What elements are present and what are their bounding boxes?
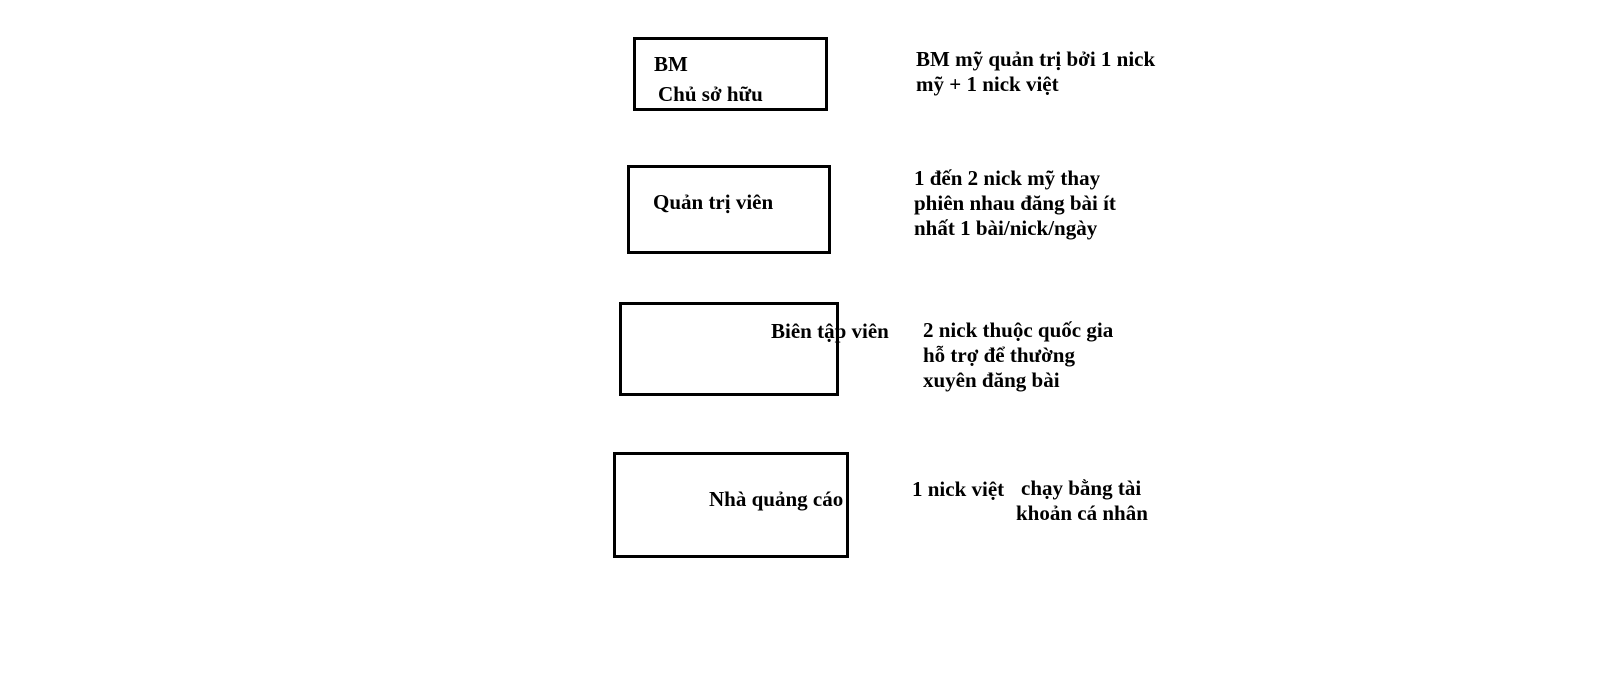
role-label-owner: Chủ sở hữu: [658, 82, 763, 106]
note-editor: 2 nick thuộc quốc gia hỗ trợ để thường x…: [923, 318, 1113, 393]
note-advertiser-line-2: chạy bằng tài: [1021, 476, 1142, 500]
note-advertiser-line-3: khoản cá nhân: [1016, 501, 1148, 525]
role-box-admin: [627, 165, 831, 254]
role-label-editor: Biên tập viên: [771, 319, 889, 343]
note-advertiser-detail: chạy bằng tài khoản cá nhân: [1016, 476, 1148, 526]
role-box-advertiser: [613, 452, 849, 558]
role-label-admin: Quản trị viên: [653, 190, 774, 214]
note-admin-line-2: phiên nhau đăng bài ít: [914, 191, 1116, 215]
note-editor-line-1: 2 nick thuộc quốc gia: [923, 318, 1114, 342]
role-box-editor: [619, 302, 839, 396]
role-label-bm: BM: [654, 52, 688, 76]
role-label-advertiser: Nhà quảng cáo: [709, 487, 844, 511]
note-admin-line-3: nhất 1 bài/nick/ngày: [914, 216, 1098, 240]
note-bm-owner-line-2: mỹ + 1 nick việt: [916, 72, 1059, 96]
note-advertiser-nick: 1 nick việt: [912, 477, 1005, 501]
role-box-bm-owner: [633, 37, 828, 111]
note-editor-line-2: hỗ trợ để thường: [923, 343, 1075, 367]
note-bm-owner-line-1: BM mỹ quản trị bởi 1 nick: [916, 47, 1156, 71]
note-bm-owner: BM mỹ quản trị bởi 1 nick mỹ + 1 nick vi…: [916, 47, 1155, 97]
note-admin-line-1: 1 đến 2 nick mỹ thay: [914, 166, 1101, 190]
note-admin: 1 đến 2 nick mỹ thay phiên nhau đăng bài…: [914, 166, 1116, 241]
note-editor-line-3: xuyên đăng bài: [923, 368, 1060, 392]
